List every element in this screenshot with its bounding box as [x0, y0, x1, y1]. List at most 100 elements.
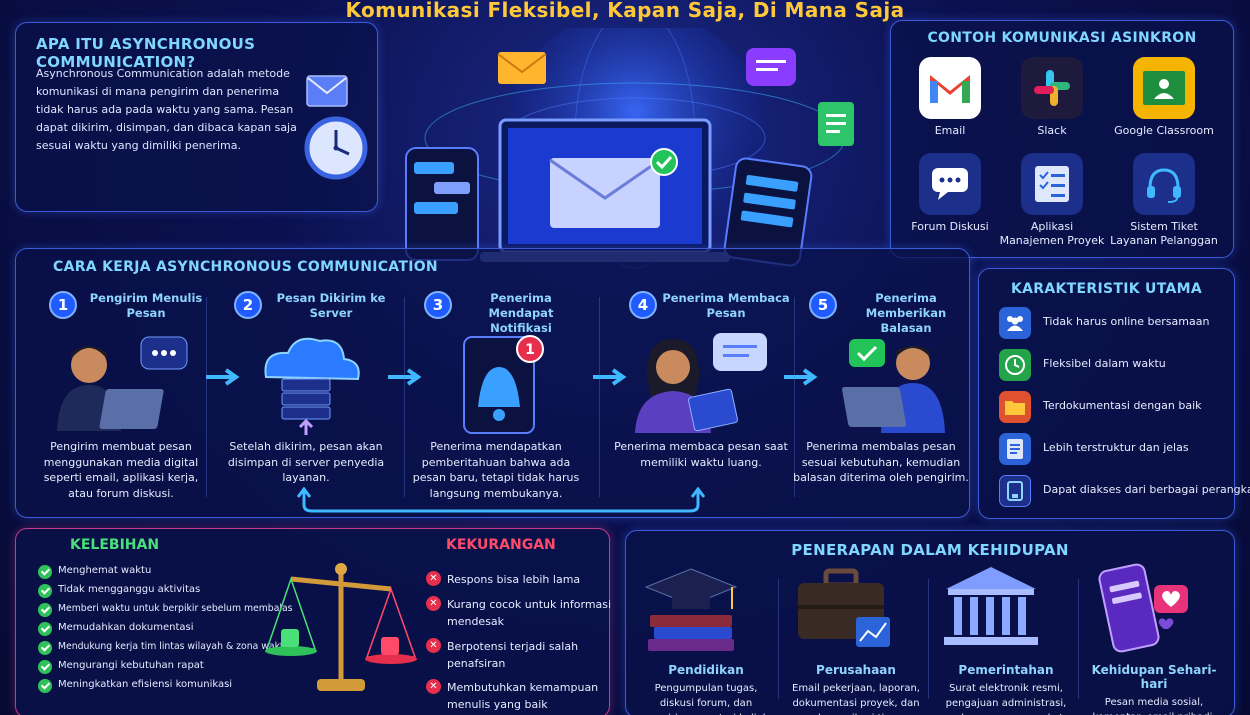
x-icon: ✕: [426, 571, 441, 586]
step-2: 2 Pesan Dikirim ke Server Setelah dikiri…: [216, 289, 396, 509]
step-divider: [599, 297, 600, 497]
checklist-icon: [1021, 153, 1083, 215]
return-flow-arrow: [296, 487, 706, 513]
application-government: Pemerintahan Surat elektronik resmi, pen…: [936, 561, 1076, 715]
step-description: Penerima membaca pesan saat memiliki wak…: [614, 440, 788, 469]
application-title: Kehidupan Sehari-hari: [1091, 663, 1217, 691]
check-icon: [38, 603, 52, 617]
arrow-right-icon: [784, 368, 818, 386]
examples-title: CONTOH KOMUNIKASI ASINKRON: [927, 30, 1197, 46]
svg-text:1: 1: [525, 342, 535, 358]
characteristic-item: Terdokumentasi dengan baik: [999, 391, 1231, 423]
application-daily-life: Kehidupan Sehari-hari Pesan media sosial…: [1084, 561, 1224, 715]
government-building-icon: [944, 567, 1038, 645]
step-description: Pengirim membuat pesan menggunakan media…: [43, 440, 199, 500]
applications-title: PENERAPAN DALAM KEHIDUPAN: [791, 541, 1069, 559]
pros-item-label: Menghemat waktu: [58, 565, 152, 576]
characteristics-panel: KARAKTERISTIK UTAMA Tidak harus online b…: [978, 268, 1250, 519]
phone-heart-icon: [1098, 563, 1188, 653]
characteristic-label: Fleksibel dalam waktu: [1043, 357, 1166, 370]
briefcase-icon: [798, 568, 890, 647]
application-title: Perusahaan: [816, 663, 896, 677]
cloud-server-icon: [264, 337, 360, 435]
x-icon: ✕: [426, 638, 441, 653]
step-description: Setelah dikirim, pesan akan disimpan di …: [227, 440, 385, 484]
example-email: Email: [895, 57, 1005, 138]
example-label: Google Classroom: [1114, 124, 1214, 137]
pros-item-label: Memudahkan dokumentasi: [58, 622, 194, 633]
chat-icon: [919, 153, 981, 215]
devices-icon: [999, 475, 1031, 507]
headset-icon: [1133, 153, 1195, 215]
page-title: Komunikasi Fleksibel, Kapan Saja, Di Man…: [345, 0, 905, 22]
step-number: 2: [234, 291, 262, 319]
arrow-right-icon: [206, 368, 240, 386]
how-it-works-title: CARA KERJA ASYNCHRONOUS COMMUNICATION: [53, 259, 438, 275]
graduation-books-icon: [644, 568, 738, 651]
step-title: Pengirim Menulis Pesan: [89, 291, 203, 320]
arrow-right-icon: [593, 368, 627, 386]
document-icon: [999, 433, 1031, 465]
example-project-app: Aplikasi Manajemen Proyek: [997, 153, 1107, 248]
example-slack: Slack: [997, 57, 1107, 138]
characteristic-label: Lebih terstruktur dan jelas: [1043, 441, 1189, 454]
application-divider: [778, 579, 779, 699]
arrow-right-icon: [388, 368, 422, 386]
cons-title: KEKURANGAN: [446, 537, 556, 553]
balance-scale-icon: [265, 563, 417, 691]
application-description: Pesan media sosial, komentar, email prib…: [1092, 697, 1215, 715]
pros-item-label: Memberi waktu untuk berpikir sebelum mem…: [58, 603, 293, 614]
examples-panel: CONTOH KOMUNIKASI ASINKRON Email Slack G…: [890, 20, 1234, 258]
step-title: Penerima Mendapat Notifikasi: [488, 291, 554, 335]
what-is-panel: APA ITU ASYNCHRONOUS COMMUNICATION? Asyn…: [15, 22, 378, 212]
step-3: 3 Penerima Mendapat Notifikasi 1 Penerim…: [406, 289, 586, 509]
sender-laptop-illustration: [57, 336, 188, 431]
characteristic-label: Tidak harus online bersamaan: [1043, 315, 1210, 328]
step-divider: [794, 297, 795, 497]
how-it-works-panel: CARA KERJA ASYNCHRONOUS COMMUNICATION 1 …: [15, 248, 970, 518]
what-is-description: Asynchronous Communication adalah metode…: [36, 67, 297, 152]
step-divider: [206, 297, 207, 497]
example-label: Forum Diskusi: [911, 220, 989, 233]
step-description: Penerima mendapatkan pemberitahuan bahwa…: [412, 440, 580, 500]
check-icon: [38, 584, 52, 598]
application-title: Pendidikan: [668, 663, 744, 677]
example-google-classroom: Google Classroom: [1109, 57, 1219, 138]
clock-icon: [999, 349, 1031, 381]
application-divider: [1078, 579, 1079, 699]
x-icon: ✕: [426, 596, 441, 611]
step-title: Penerima Memberikan Balasan: [865, 291, 947, 335]
envelope-icon: [306, 75, 348, 107]
characteristic-item: Fleksibel dalam waktu: [999, 349, 1231, 381]
application-divider: [928, 579, 929, 699]
application-description: Email pekerjaan, laporan, dokumentasi pr…: [792, 683, 920, 715]
check-icon: [38, 660, 52, 674]
application-description: Surat elektronik resmi, pengajuan admini…: [945, 683, 1067, 715]
classroom-icon: [1133, 57, 1195, 119]
cons-item-label: Kurang cocok untuk informasi mendesak: [447, 598, 612, 628]
pros-cons-panel: KELEBIHAN KEKURANGAN Menghemat waktu Tid…: [15, 528, 612, 715]
check-icon: [38, 622, 52, 636]
application-business: Perusahaan Email pekerjaan, laporan, dok…: [786, 561, 926, 715]
characteristic-label: Terdokumentasi dengan baik: [1043, 399, 1202, 412]
characteristics-title: KARAKTERISTIK UTAMA: [1011, 281, 1202, 297]
step-description: Penerima membalas pesan sesuai kebutuhan…: [793, 440, 969, 484]
characteristic-label: Dapat diakses dari berbagai perangkat: [1043, 483, 1250, 496]
pros-title: KELEBIHAN: [70, 537, 160, 553]
bell-notification-icon: 1: [463, 335, 544, 434]
step-title: Pesan Dikirim ke Server: [276, 291, 386, 320]
people-icon: [999, 307, 1031, 339]
check-icon: [38, 679, 52, 693]
pros-item-label: Mendukung kerja tim lintas wilayah & zon…: [58, 641, 290, 652]
characteristic-item: Dapat diakses dari berbagai perangkat: [999, 475, 1250, 507]
example-label: Slack: [1037, 124, 1067, 137]
step-number: 3: [424, 291, 452, 319]
step-4: 4 Penerima Membaca Pesan Penerima membac…: [611, 289, 791, 509]
example-label: Sistem Tiket Layanan Pelanggan: [1110, 220, 1218, 247]
step-5: 5 Penerima Memberikan Balasan Penerima m…: [791, 289, 971, 509]
example-ticket-system: Sistem Tiket Layanan Pelanggan: [1109, 153, 1219, 248]
clock-icon: [304, 116, 368, 180]
example-forum: Forum Diskusi: [895, 153, 1005, 234]
pros-item-label: Tidak mengganggu aktivitas: [58, 584, 201, 595]
step-1: 1 Pengirim Menulis Pesan Pengirim membua…: [31, 289, 211, 509]
